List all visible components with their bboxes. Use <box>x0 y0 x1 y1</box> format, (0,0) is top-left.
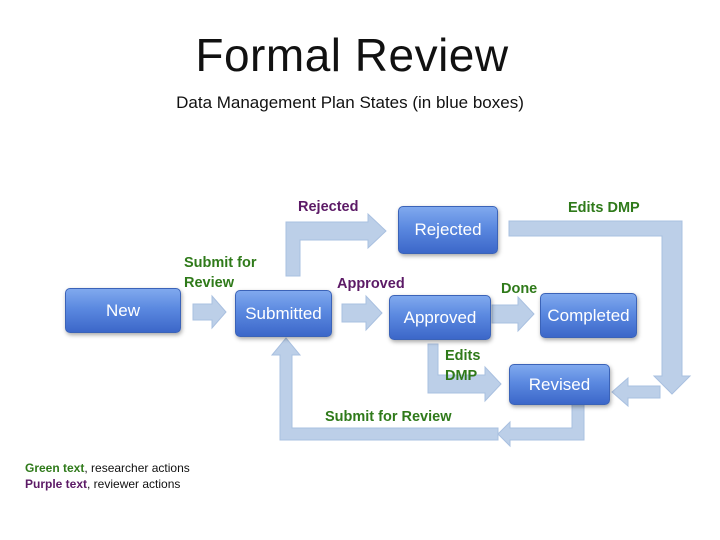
state-revised: Revised <box>509 364 610 405</box>
action-submit-line2: Review <box>184 275 234 291</box>
action-submit-for-review-label: Submit for Review <box>184 253 257 293</box>
state-submitted: Submitted <box>235 290 332 337</box>
state-approved: Approved <box>389 295 491 340</box>
action-edits-dmp-top-label: Edits DMP <box>568 200 640 216</box>
arrow-loop-return <box>270 337 499 441</box>
legend: Green text, researcher actions Purple te… <box>25 460 190 492</box>
action-edits-dmp-label: Edits DMP <box>445 346 480 386</box>
arrow-submitted-to-rejected <box>285 212 387 277</box>
state-rejected: Rejected <box>398 206 498 254</box>
legend-green: Green text, researcher actions <box>25 460 190 476</box>
action-submit-for-review-bottom-label: Submit for Review <box>325 409 452 425</box>
action-edits-line2: DMP <box>445 368 478 384</box>
legend-purple-desc: , reviewer actions <box>87 477 181 491</box>
action-approved-label: Approved <box>337 276 405 292</box>
action-edits-line1: Edits <box>445 348 481 364</box>
legend-green-desc: , researcher actions <box>84 461 190 475</box>
page-title: Formal Review <box>195 29 509 81</box>
state-new: New <box>65 288 181 333</box>
legend-purple-key: Purple text <box>25 477 88 491</box>
page-subtitle: Data Management Plan States (in blue box… <box>176 93 524 112</box>
arrow-new-to-submitted <box>192 294 227 330</box>
arrow-approved-to-completed <box>491 295 535 333</box>
arrow-into-revised <box>611 376 661 408</box>
arrow-submitted-to-approved <box>341 294 383 332</box>
action-submit-line1: Submit for <box>184 255 257 271</box>
action-rejected-label: Rejected <box>298 199 359 215</box>
arrow-approved-to-revised <box>427 343 502 403</box>
legend-green-key: Green text <box>25 461 85 475</box>
arrow-revised-to-submitted <box>497 403 585 448</box>
legend-purple: Purple text, reviewer actions <box>25 476 190 492</box>
arrow-rejected-to-revised <box>508 220 692 395</box>
state-completed: Completed <box>540 293 637 338</box>
action-done-label: Done <box>501 281 538 297</box>
